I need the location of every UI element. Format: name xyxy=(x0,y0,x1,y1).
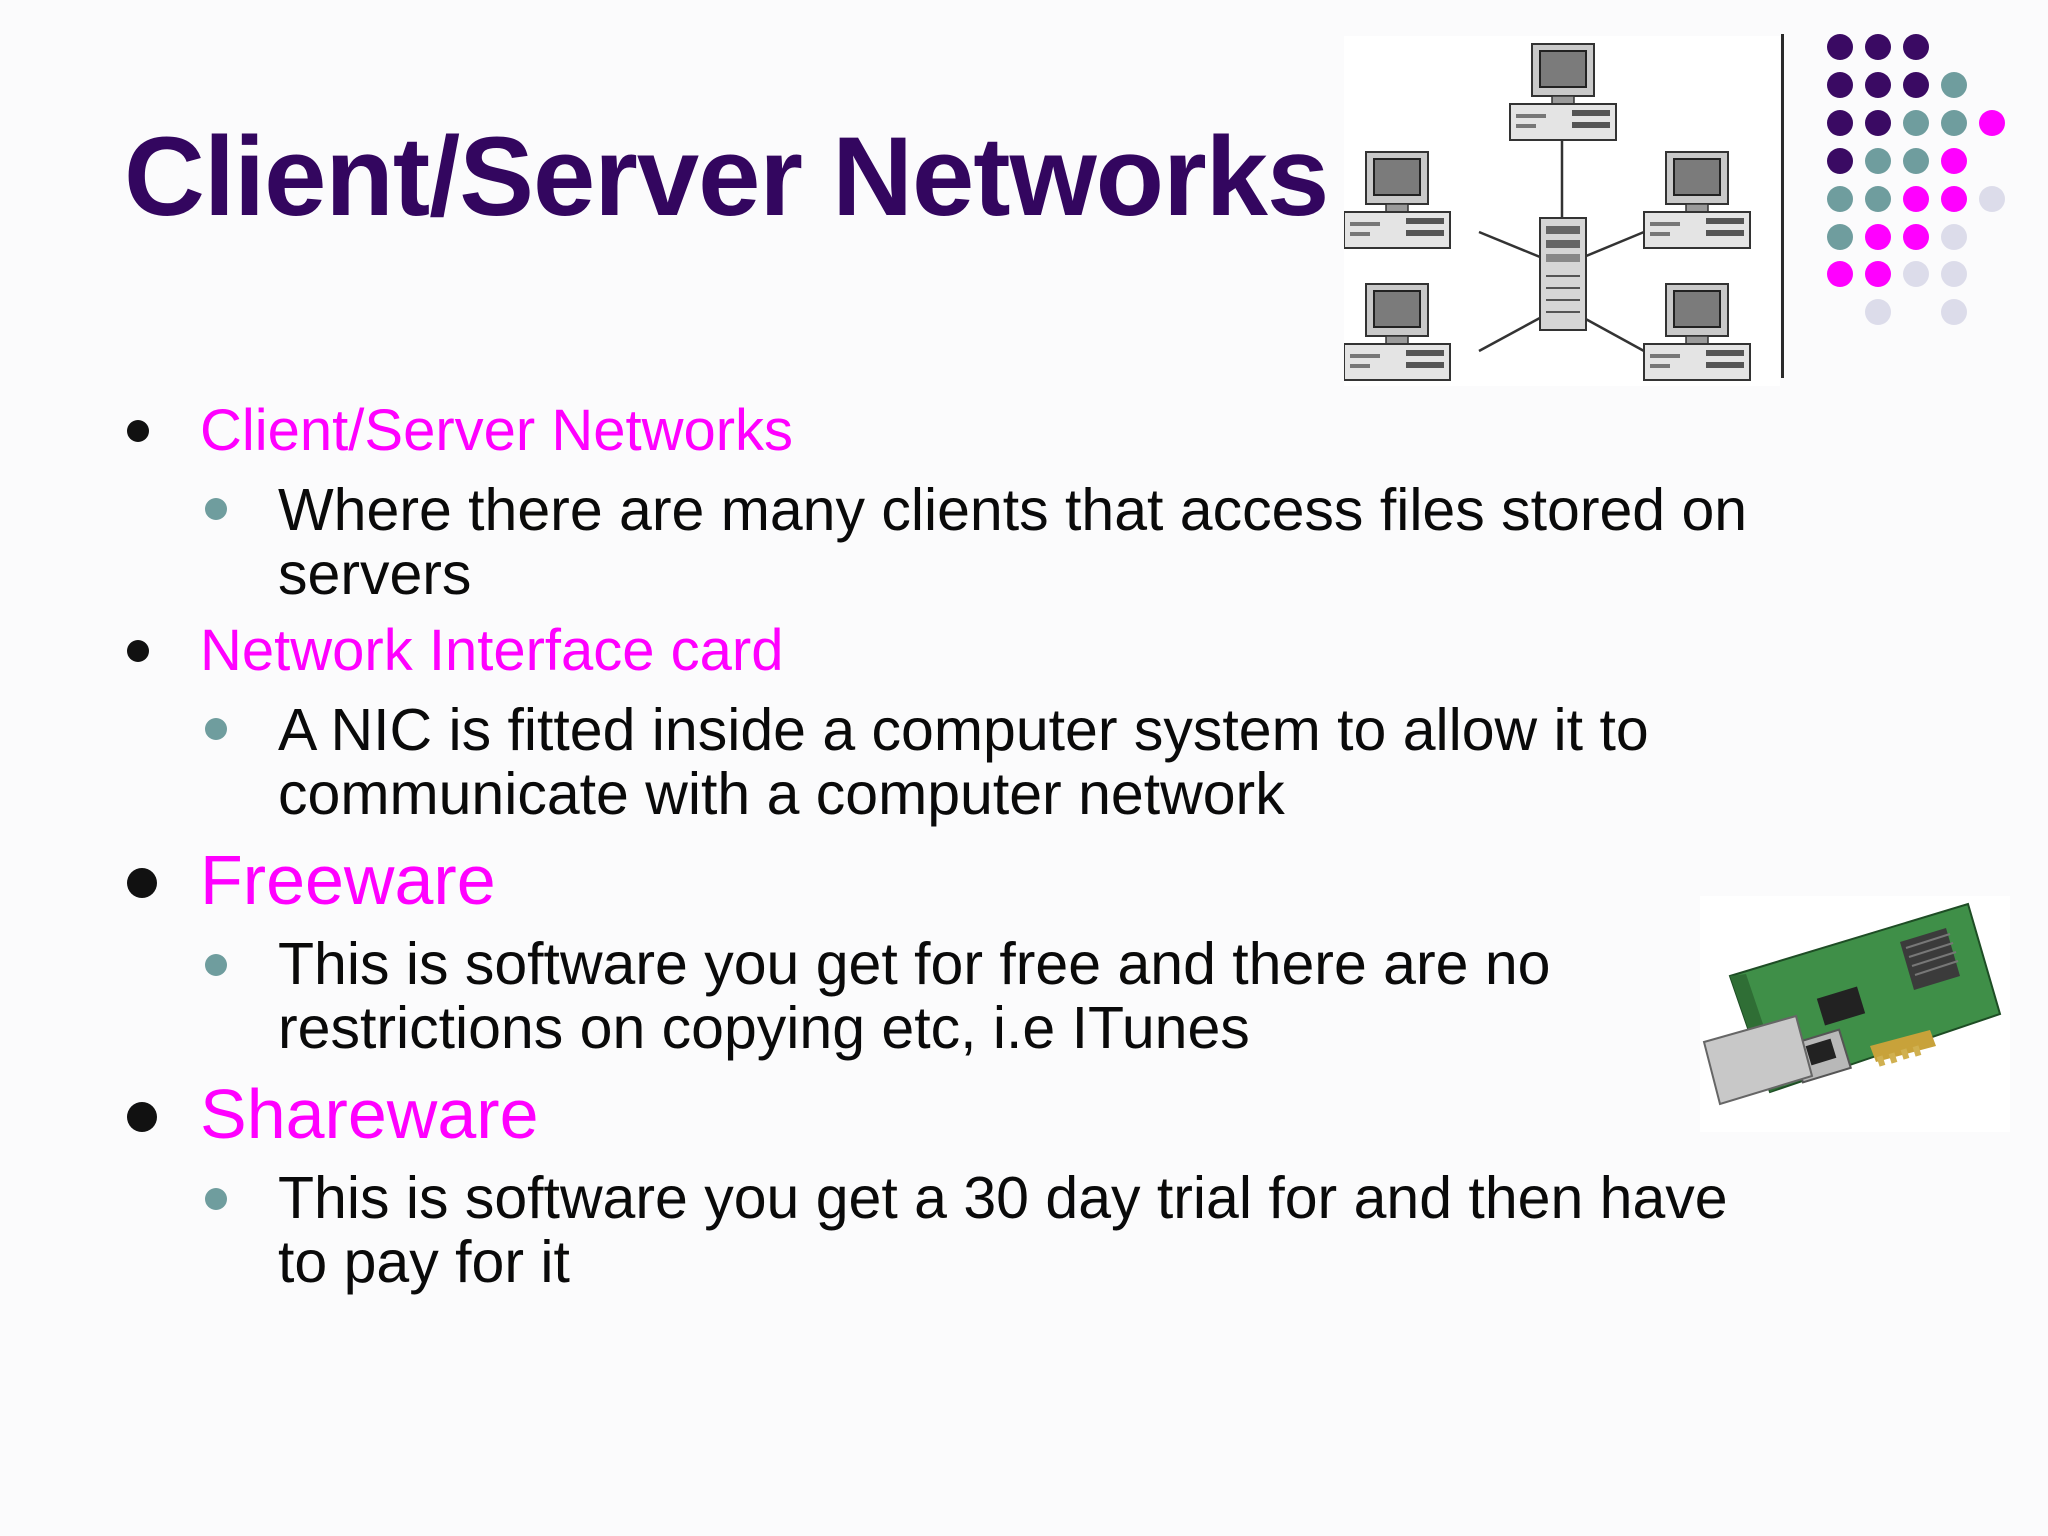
decorative-dot xyxy=(1941,148,1967,174)
section-heading: Client/Server Networks xyxy=(200,398,794,463)
bullet-dot xyxy=(127,420,149,442)
sub-bullet-dot xyxy=(205,954,227,976)
decorative-dot xyxy=(1865,148,1891,174)
decorative-dot xyxy=(1941,186,1967,212)
divider-line xyxy=(1781,34,1784,378)
network-interface-card-image xyxy=(1700,896,2010,1132)
decorative-dot xyxy=(1827,148,1853,174)
decorative-dot xyxy=(1903,148,1929,174)
bullet-dot xyxy=(127,1102,157,1132)
text-line: communicate with a computer network xyxy=(278,761,1285,827)
section-heading: Shareware xyxy=(200,1075,539,1153)
decorative-dot xyxy=(1941,261,1967,287)
decorative-dot xyxy=(1865,299,1891,325)
decorative-dot xyxy=(1941,110,1967,136)
decorative-dot xyxy=(1979,110,2005,136)
slide-title: Client/Server Networks xyxy=(124,114,1329,239)
decorative-dot xyxy=(1941,224,1967,250)
sub-item-text: This is software you get for free and th… xyxy=(278,932,1838,1060)
text-line: to pay for it xyxy=(278,1229,570,1295)
section-heading: Freeware xyxy=(200,841,496,919)
text-line: servers xyxy=(278,541,472,607)
text-line: This is software you get for free and th… xyxy=(278,931,1551,997)
sub-item-text: Where there are many clients that access… xyxy=(278,478,1838,606)
decorative-dot xyxy=(1865,224,1891,250)
decorative-dot xyxy=(1979,186,2005,212)
decorative-dot xyxy=(1865,261,1891,287)
network-diagram-image xyxy=(1344,36,1780,386)
decorative-dot xyxy=(1827,110,1853,136)
decorative-dot xyxy=(1827,186,1853,212)
decorative-dot xyxy=(1903,110,1929,136)
text-line: Where there are many clients that access… xyxy=(278,477,1748,543)
decorative-dot xyxy=(1865,72,1891,98)
decorative-dot xyxy=(1865,186,1891,212)
bullet-dot xyxy=(127,640,149,662)
text-line: A NIC is fitted inside a computer system… xyxy=(278,697,1649,763)
sub-bullet-dot xyxy=(205,498,227,520)
decorative-dot xyxy=(1903,261,1929,287)
sub-item-text: This is software you get a 30 day trial … xyxy=(278,1166,1838,1294)
decorative-dot xyxy=(1827,72,1853,98)
decorative-dot xyxy=(1903,224,1929,250)
text-line: This is software you get a 30 day trial … xyxy=(278,1165,1728,1231)
decorative-dot xyxy=(1941,299,1967,325)
sub-bullet-dot xyxy=(205,718,227,740)
decorative-dot-grid xyxy=(1827,34,2005,325)
bullet-dot xyxy=(127,868,157,898)
decorative-dot xyxy=(1827,34,1853,60)
decorative-dot xyxy=(1827,224,1853,250)
section-heading: Network Interface card xyxy=(200,618,784,683)
decorative-dot xyxy=(1941,72,1967,98)
decorative-dot xyxy=(1903,34,1929,60)
decorative-dot xyxy=(1827,261,1853,287)
sub-bullet-dot xyxy=(205,1188,227,1210)
sub-item-text: A NIC is fitted inside a computer system… xyxy=(278,698,1838,826)
decorative-dot xyxy=(1865,110,1891,136)
decorative-dot xyxy=(1865,34,1891,60)
decorative-dot xyxy=(1903,72,1929,98)
text-line: restrictions on copying etc, i.e ITunes xyxy=(278,995,1250,1061)
decorative-dot xyxy=(1903,186,1929,212)
